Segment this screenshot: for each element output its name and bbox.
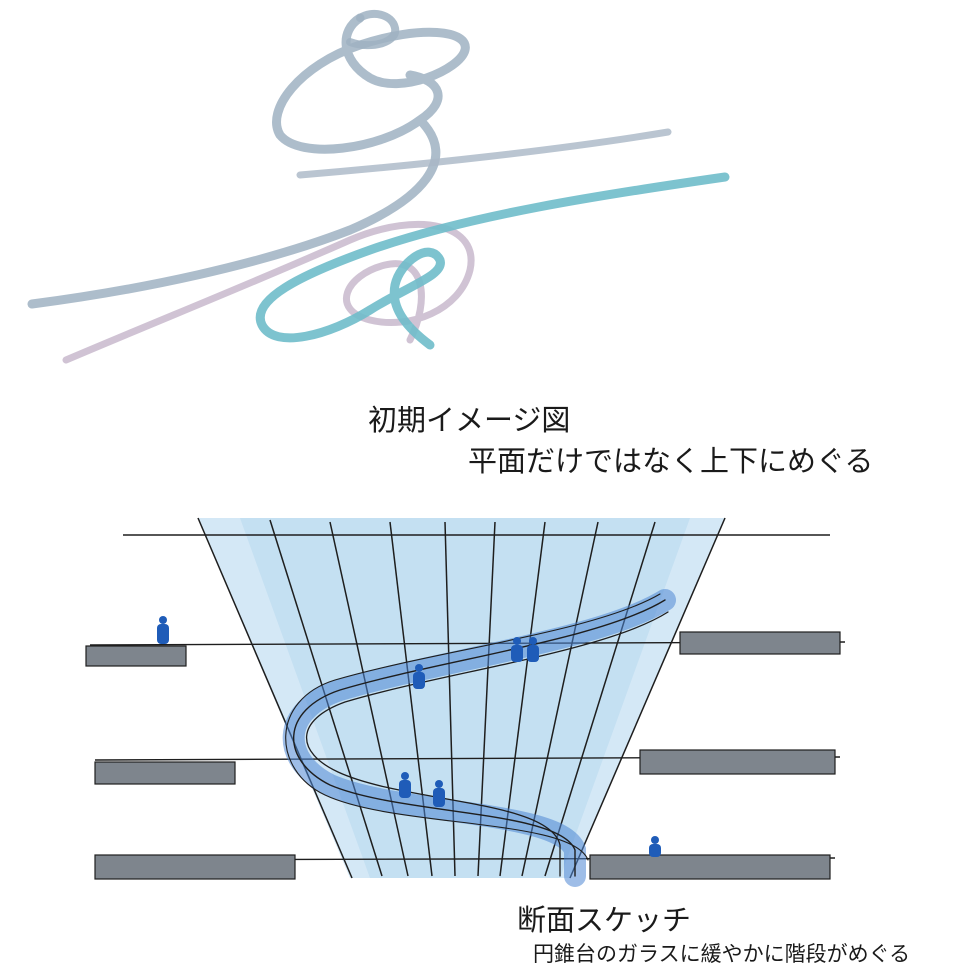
slab-left-3 [94,854,296,880]
figure-icon [413,664,425,689]
scribble-stroke-grey-long [296,128,672,179]
initial-image-scribble [27,9,730,364]
scribble-stroke-mauve [62,220,475,364]
scribble-stroke-teal [255,172,730,350]
section-sketch-subtitle: 円錐台のガラスに緩やかに階段がめぐる [533,942,911,966]
human-figures [157,616,661,857]
floor-slabs [85,631,841,880]
figure-icon [399,772,411,798]
scribble-stroke-grey-2 [346,9,400,50]
figure-icon [433,780,445,807]
slab-left-2 [94,761,236,785]
figure-icon [157,616,169,644]
figure-icon [649,836,661,857]
initial-image-subtitle: 平面だけではなく上下にめぐる [468,444,874,478]
section-sketch-title: 断面スケッチ [517,903,692,937]
slab-left-1 [85,645,187,667]
slab-right-3 [589,854,831,880]
initial-image-title: 初期イメージ図 [368,403,571,437]
slab-right-1 [679,631,841,655]
slab-right-2 [639,749,836,775]
figure-icon [511,637,523,662]
figure-icon [527,637,539,662]
